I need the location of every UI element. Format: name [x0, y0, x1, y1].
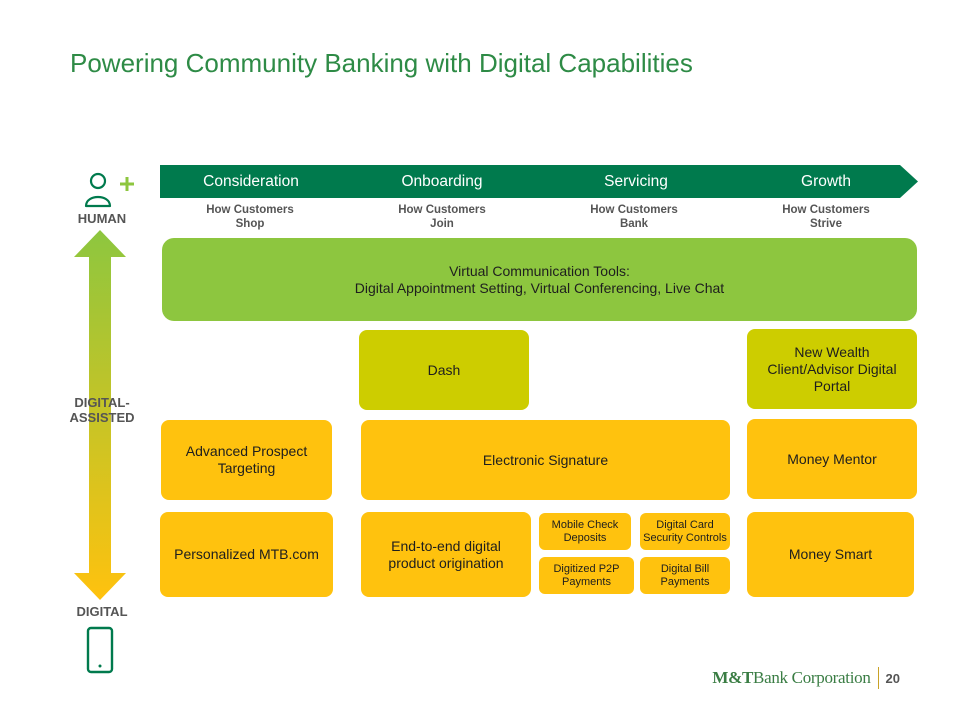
axis-human-label: HUMAN	[77, 211, 127, 226]
digital-card-controls-box: Digital Card Security Controls	[640, 513, 730, 550]
stage-onboarding: Onboarding	[401, 172, 483, 190]
stage-servicing-sub: How Customers Bank	[590, 204, 678, 230]
stage-growth-sub: How Customers Strive	[782, 204, 870, 230]
axis-digital-label: DIGITAL	[76, 604, 128, 619]
electronic-signature-box: Electronic Signature	[361, 420, 730, 500]
virtual-communication-tools-box: Virtual Communication Tools: Digital App…	[162, 238, 917, 321]
mobile-check-deposits-box: Mobile Check Deposits	[539, 513, 631, 550]
personalized-mtb-box: Personalized MTB.com	[160, 512, 333, 597]
advanced-prospect-targeting-box: Advanced Prospect Targeting	[161, 420, 332, 500]
company-logo: M&TBank Corporation 20	[712, 667, 900, 689]
double-arrow-icon	[74, 230, 126, 600]
money-smart-box: Money Smart	[747, 512, 914, 597]
stage-growth: Growth	[801, 172, 851, 190]
mobile-phone-icon	[86, 626, 114, 674]
page-title: Powering Community Banking with Digital …	[70, 48, 693, 78]
digitized-p2p-box: Digitized P2P Payments	[539, 557, 634, 594]
axis-digital-assisted-label: DIGITAL- ASSISTED	[69, 395, 135, 425]
person-add-icon	[84, 172, 134, 208]
stage-banner	[160, 165, 918, 198]
stage-servicing: Servicing	[604, 172, 668, 190]
stage-onboarding-sub: How Customers Join	[398, 204, 486, 230]
logo-divider	[877, 667, 879, 689]
money-mentor-box: Money Mentor	[747, 419, 917, 499]
page-number: 20	[885, 670, 900, 686]
stage-consideration-sub: How Customers Shop	[206, 204, 294, 230]
stage-consideration: Consideration	[203, 172, 299, 190]
digital-bill-payments-box: Digital Bill Payments	[640, 557, 730, 594]
logo-text: M&TBank Corporation	[712, 668, 871, 687]
dash-box: Dash	[359, 330, 529, 410]
end-to-end-origination-box: End-to-end digital product origination	[361, 512, 531, 597]
new-wealth-portal-box: New Wealth Client/Advisor Digital Portal	[747, 329, 917, 409]
